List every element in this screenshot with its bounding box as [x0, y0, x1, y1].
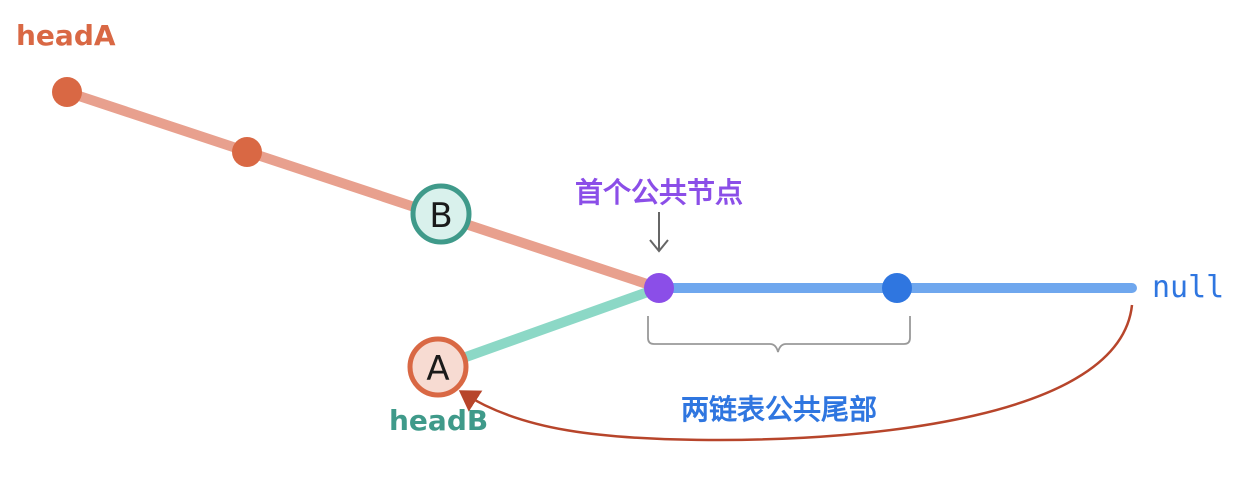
node-b-label: B [429, 196, 452, 236]
list-a-node [52, 77, 82, 107]
pointer-arrow-head [649, 239, 669, 253]
return-arrow [458, 304, 1134, 442]
node-a-circle [407, 336, 469, 398]
list-a-edge [62, 87, 664, 293]
head-a-label: headA [16, 19, 116, 52]
null-label: null [1152, 270, 1224, 305]
common-tail-brace [647, 316, 911, 353]
first-common-node-label: 首个公共节点 [575, 176, 743, 209]
list-a-node [232, 137, 262, 167]
head-b-label: headB [389, 404, 488, 437]
node-a-label: A [426, 349, 449, 389]
list-b-edge [433, 283, 664, 372]
tail-node [882, 273, 912, 303]
node-b-circle [410, 183, 472, 245]
first-common-node [644, 273, 674, 303]
common-tail-label: 两链表公共尾部 [681, 393, 877, 426]
